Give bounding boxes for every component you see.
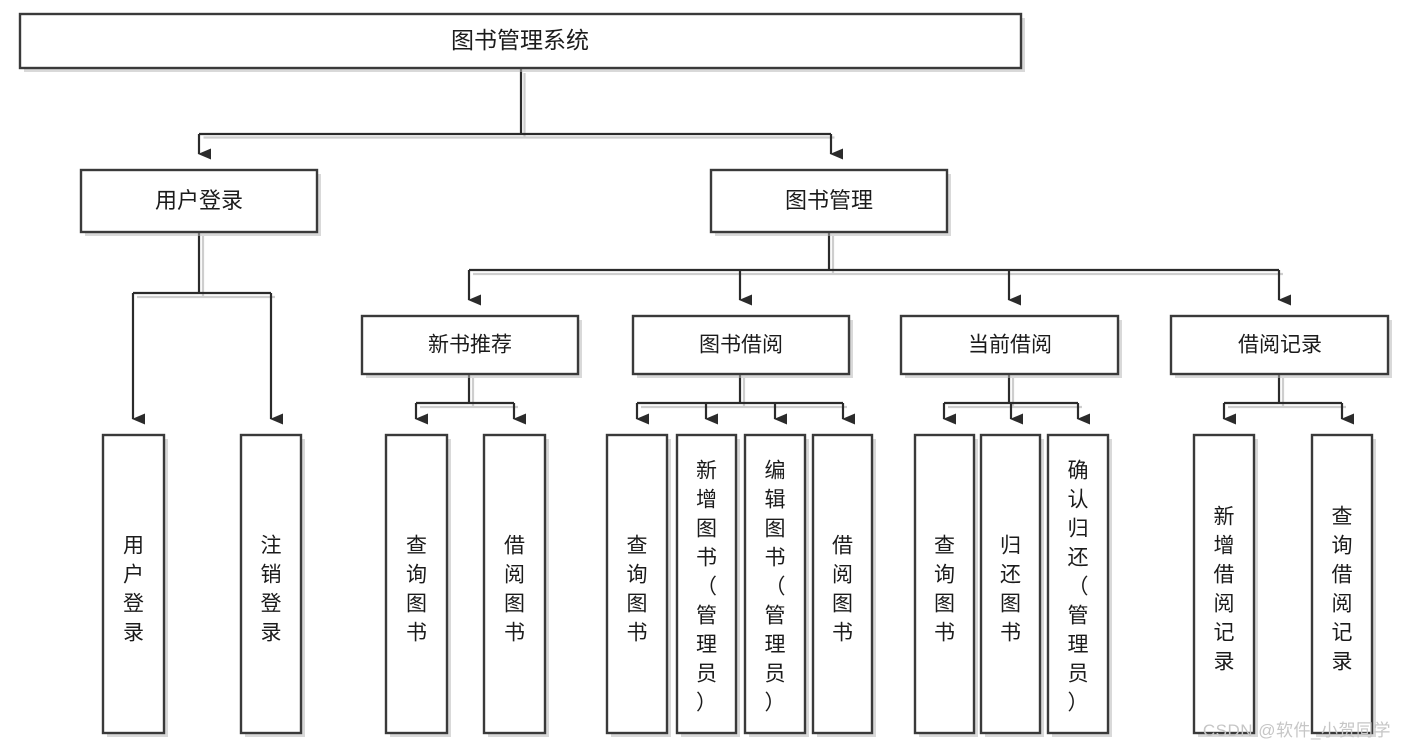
leaf-node-box bbox=[913, 433, 976, 735]
leaf-node-label: 新增图书（管理员） bbox=[696, 459, 717, 714]
leaf-node[interactable]: 查询借阅记录 bbox=[1310, 433, 1376, 737]
node-new-book-rec-label: 新书推荐 bbox=[428, 334, 512, 357]
leaf-node-label: 归还图书 bbox=[1000, 534, 1021, 644]
leaf-node-label: 查询借阅记录 bbox=[1332, 505, 1353, 673]
node-new-book-rec[interactable]: 新书推荐 bbox=[360, 314, 582, 378]
node-borrow-record[interactable]: 借阅记录 bbox=[1169, 314, 1392, 378]
node-book-borrow-box bbox=[631, 314, 851, 376]
connector-currentborrow-to-leaves bbox=[942, 374, 1090, 425]
watermark-label: CSDN @软件_小贺同学 bbox=[1202, 721, 1391, 740]
connector-newbookrec-to-leaves bbox=[414, 374, 526, 425]
leaf-node[interactable]: 确认归还（管理员） bbox=[1046, 433, 1112, 737]
leaf-node[interactable]: 查询图书 bbox=[913, 433, 978, 737]
leaf-node-label: 编辑图书（管理员） bbox=[765, 459, 786, 714]
leaf-node-box bbox=[1310, 433, 1374, 735]
connector-root-to-level1 bbox=[197, 68, 843, 160]
node-new-book-rec-box bbox=[360, 314, 580, 376]
leaf-node-label: 查询图书 bbox=[934, 534, 955, 644]
node-borrow-record-box bbox=[1169, 314, 1390, 376]
node-book-borrow-label: 图书借阅 bbox=[699, 334, 783, 357]
node-user-login-box bbox=[79, 168, 319, 234]
leaf-node-box bbox=[1192, 433, 1256, 735]
leaf-node[interactable]: 借阅图书 bbox=[482, 433, 549, 737]
leaf-node[interactable]: 查询图书 bbox=[384, 433, 451, 737]
leaf-node[interactable]: 归还图书 bbox=[979, 433, 1044, 737]
node-borrow-record-label: 借阅记录 bbox=[1238, 334, 1322, 357]
leaf-node-box bbox=[979, 433, 1042, 735]
node-user-login[interactable]: 用户登录 bbox=[79, 168, 321, 236]
node-book-manage-label: 图书管理 bbox=[785, 188, 873, 213]
node-user-login-label: 用户登录 bbox=[155, 188, 243, 213]
node-book-manage-box bbox=[709, 168, 949, 234]
leaf-node-label: 确认归还（管理员） bbox=[1068, 459, 1089, 714]
leaf-node[interactable]: 新增图书（管理员） bbox=[675, 433, 740, 737]
leaf-node-label: 用户登录 bbox=[123, 534, 144, 644]
leaf-node-box bbox=[743, 433, 807, 735]
leaf-node-box bbox=[605, 433, 669, 735]
leaf-node[interactable]: 用户登录 bbox=[101, 433, 168, 737]
leaf-node[interactable]: 编辑图书（管理员） bbox=[743, 433, 809, 737]
leaf-node-box bbox=[101, 433, 166, 735]
node-current-borrow-box bbox=[899, 314, 1120, 376]
leaf-node-label: 借阅图书 bbox=[832, 534, 853, 644]
node-root[interactable]: 图书管理系统 bbox=[18, 12, 1025, 72]
node-book-borrow[interactable]: 图书借阅 bbox=[631, 314, 853, 378]
leaf-node-box bbox=[811, 433, 874, 735]
connector-layer bbox=[131, 68, 1354, 425]
leaf-node-box bbox=[675, 433, 738, 735]
leaf-node-label: 查询图书 bbox=[627, 534, 648, 644]
leaf-node-label: 注销登录 bbox=[261, 534, 282, 644]
node-current-borrow-label: 当前借阅 bbox=[968, 334, 1052, 357]
leaf-node-label: 查询图书 bbox=[406, 534, 427, 644]
leaf-node-label: 新增借阅记录 bbox=[1214, 505, 1235, 673]
node-root-label: 图书管理系统 bbox=[451, 27, 589, 53]
leaf-node-box bbox=[482, 433, 547, 735]
connector-bookborrow-to-leaves bbox=[635, 374, 855, 425]
connector-borrowrecord-to-leaves bbox=[1222, 374, 1354, 425]
leaf-node[interactable]: 借阅图书 bbox=[811, 433, 876, 737]
leaf-node-label: 借阅图书 bbox=[504, 534, 525, 644]
leaf-node-box bbox=[384, 433, 449, 735]
leaf-node-box bbox=[239, 433, 303, 735]
leaf-node-layer: 用户登录 注销登录 查询图书 借阅图书 查询图书 新增图书（管理员） 编辑图书（管理员） 借阅… bbox=[101, 433, 1376, 737]
node-current-borrow[interactable]: 当前借阅 bbox=[899, 314, 1122, 378]
connector-bookmanage-to-level2 bbox=[467, 232, 1291, 306]
leaf-node[interactable]: 注销登录 bbox=[239, 433, 305, 737]
node-root-box bbox=[18, 12, 1023, 70]
node-book-manage[interactable]: 图书管理 bbox=[709, 168, 951, 236]
leaf-node-box bbox=[1046, 433, 1110, 735]
leaf-node[interactable]: 查询图书 bbox=[605, 433, 671, 737]
connector-userlogin-to-leaves bbox=[131, 232, 283, 425]
leaf-node[interactable]: 新增借阅记录 bbox=[1192, 433, 1258, 737]
